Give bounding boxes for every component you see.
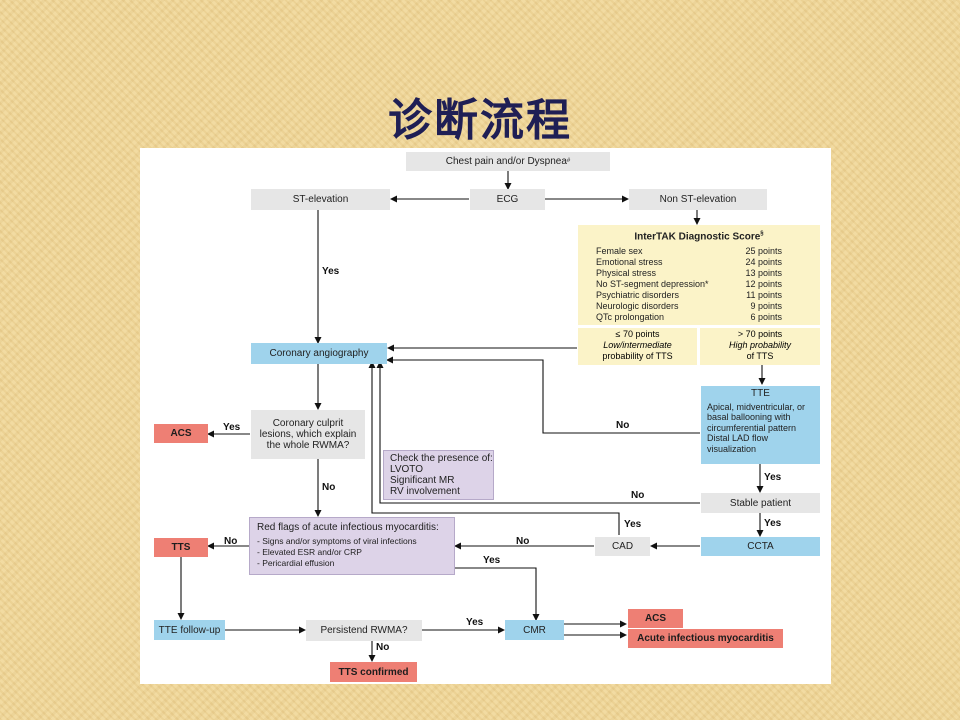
- node-ccta: CCTA: [701, 537, 820, 556]
- node-acs-top: ACS: [154, 424, 208, 443]
- edge-label-yes-rwma: Yes: [466, 617, 484, 628]
- high-label: High probability: [728, 340, 792, 350]
- node-chest-pain-sup: #: [566, 158, 571, 164]
- low-desc: probability of TTS: [602, 351, 673, 361]
- node-tte-details: Apical, midventricular, or basal balloon…: [707, 401, 806, 454]
- edge-label-no-rwma: No: [376, 642, 390, 653]
- node-tte-followup: TTE follow-up: [154, 620, 225, 640]
- edge-label-yes-ccta: Yes: [764, 518, 782, 529]
- edge-label-no-cad: No: [516, 536, 530, 547]
- intertak-title: InterTAK Diagnostic Score§: [634, 231, 764, 243]
- edge-label-yes-redflags: Yes: [483, 555, 501, 566]
- node-acs-bottom: ACS: [628, 609, 683, 628]
- flowchart-connectors: [177, 171, 766, 662]
- red-flags-items: - Signs and/or symptoms of viral infecti…: [257, 536, 417, 568]
- node-persistent-rwma: Persistend RWMA?: [306, 620, 422, 641]
- edge-stable-no-angio: [376, 361, 700, 504]
- node-coronary-angiography: Coronary angiography: [251, 343, 387, 364]
- edge-label-no-culprit: No: [322, 482, 336, 493]
- red-flags-title: Red flags of acute infectious myocarditi…: [257, 522, 439, 533]
- slide-title: 诊断流程: [388, 95, 572, 146]
- edge-tte-no-angio: [386, 356, 700, 434]
- edge-label-yes-st: Yes: [322, 266, 340, 277]
- edge-cad-yes-angio: [368, 361, 620, 535]
- edge-label-no-stable: No: [631, 490, 645, 501]
- node-non-st-elevation: Non ST-elevation: [629, 189, 767, 210]
- node-tte: TTE Apical, midventricular, or basal bal…: [701, 386, 820, 464]
- node-red-flags: Red flags of acute infectious myocarditi…: [249, 517, 455, 575]
- low-label: Low/intermediate: [603, 340, 672, 350]
- edge-label-yes-acs: Yes: [223, 422, 241, 433]
- node-culprit-lesions: Coronary culprit lesions, which explain …: [251, 410, 365, 459]
- node-st-elevation: ST-elevation: [251, 189, 390, 210]
- intertak-high-box: > 70 points High probability of TTS: [700, 328, 820, 365]
- node-stable-patient: Stable patient: [701, 493, 820, 513]
- node-check-presence: Check the presence of: LVOTO Significant…: [383, 450, 494, 500]
- node-acute-myocarditis: Acute infectious myocarditis: [628, 629, 783, 648]
- edge-label-no-tts: No: [224, 536, 238, 547]
- node-chest-pain: Chest pain and/or Dyspnea#: [406, 152, 610, 171]
- edge-label-yes-tte-stable: Yes: [764, 472, 782, 483]
- node-tte-title: TTE: [751, 388, 770, 399]
- node-cmr: CMR: [505, 620, 564, 640]
- high-threshold: > 70 points: [737, 329, 783, 339]
- node-tts: TTS: [154, 538, 208, 557]
- edge-red-cmr: [455, 567, 540, 621]
- intertak-low-box: ≤ 70 points Low/intermediate probability…: [578, 328, 697, 365]
- low-threshold: ≤ 70 points: [615, 329, 660, 339]
- flowchart-panel: Chest pain and/or Dyspnea# ECG ST-elevat…: [140, 148, 831, 684]
- node-chest-pain-label: Chest pain and/or Dyspnea: [445, 156, 567, 167]
- node-cad: CAD: [595, 537, 650, 556]
- intertak-row: No ST-segment depression*12 points: [596, 279, 782, 289]
- node-ecg: ECG: [470, 189, 545, 210]
- node-tts-confirmed: TTS confirmed: [330, 662, 417, 682]
- edge-label-yes-cad: Yes: [624, 519, 642, 530]
- high-desc: of TTS: [746, 351, 774, 361]
- edge-label-no-tte: No: [616, 420, 630, 431]
